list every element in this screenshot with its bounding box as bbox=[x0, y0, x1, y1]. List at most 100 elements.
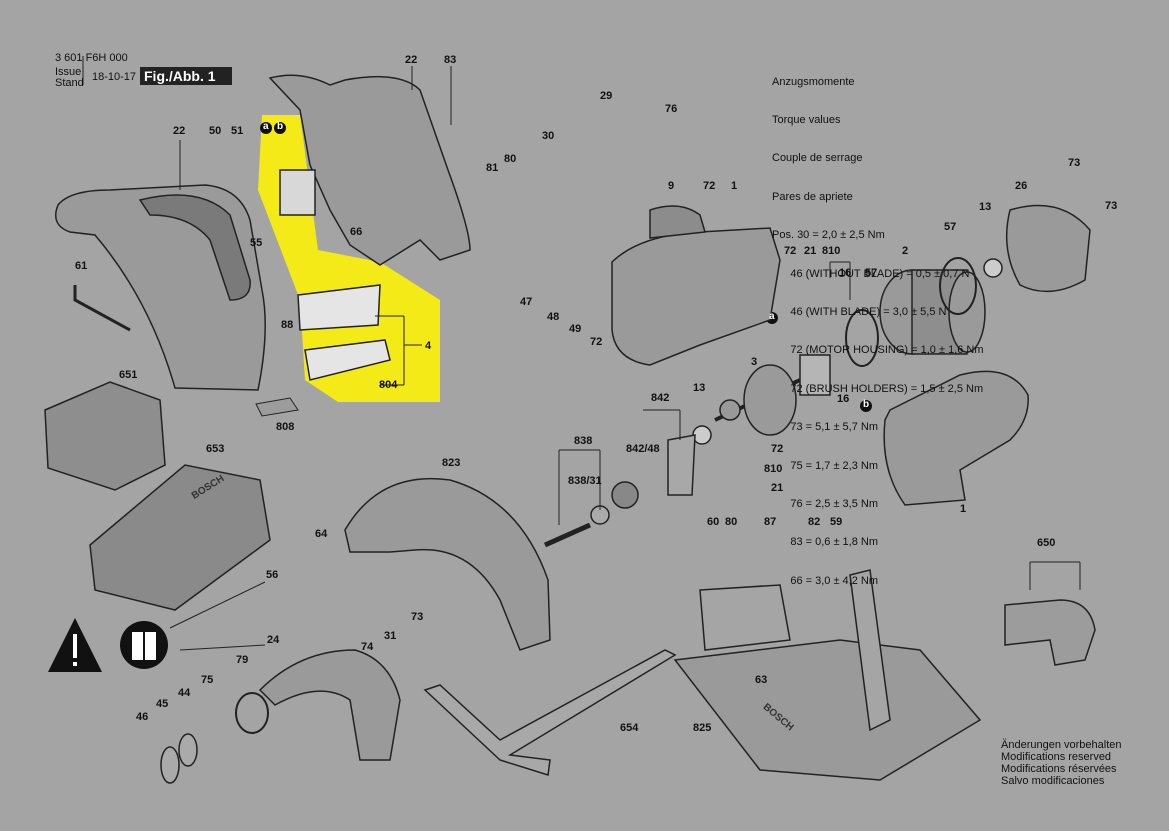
part-number-label: 838/31 bbox=[568, 475, 602, 487]
leader-lines bbox=[82, 56, 1081, 651]
warning-triangle-icon bbox=[48, 618, 102, 672]
modifications-note: Änderungen vorbehalten Modifications res… bbox=[1001, 739, 1121, 787]
part-number-label: 810 bbox=[822, 245, 841, 257]
issue-date: 18-10-17 bbox=[92, 71, 137, 83]
torque-line: 72 (MOTOR HOUSING) = 1,0 ± 1,6 Nm bbox=[772, 344, 984, 357]
torque-line: 73 = 5,1 ± 5,7 Nm bbox=[772, 421, 879, 434]
part-number-label: 1 bbox=[731, 180, 738, 192]
blade-guard bbox=[344, 477, 551, 651]
part-number-label: 650 bbox=[1037, 537, 1056, 549]
figure-label: Fig./Abb. 1 bbox=[140, 67, 232, 85]
torque-line: 83 = 0,6 ± 1,8 Nm bbox=[772, 536, 879, 549]
part-number-label: 651 bbox=[119, 369, 138, 381]
rip-fence bbox=[423, 649, 677, 776]
battery-pack bbox=[44, 381, 166, 491]
part-number-label: 13 bbox=[693, 382, 706, 394]
torque-line: 76 = 2,5 ± 3,5 Nm bbox=[772, 497, 879, 510]
shaft-838 bbox=[543, 522, 592, 548]
part-number-label: 72 bbox=[590, 336, 603, 348]
part-number-label: 51 bbox=[231, 125, 244, 137]
part-number-label: 87 bbox=[764, 516, 777, 528]
torque-line: 75 = 1,7 ± 2,3 Nm bbox=[772, 459, 879, 472]
part-number-label: 66 bbox=[350, 226, 363, 238]
part-number-label: 46 bbox=[136, 711, 149, 723]
bearing-13-top bbox=[983, 258, 1003, 278]
part-number-label: 63 bbox=[755, 674, 768, 686]
part-number-label: 3 bbox=[751, 356, 758, 368]
doc-number: 3 601 F6H 000 bbox=[55, 52, 128, 64]
connector-marker-b bbox=[860, 400, 872, 412]
part-number-label: 88 bbox=[281, 319, 294, 331]
part-number-label: 24 bbox=[267, 634, 280, 646]
part-number-label: 75 bbox=[201, 674, 214, 686]
part-number-label: 823 bbox=[442, 457, 461, 469]
connector-label-a-lower: a bbox=[769, 311, 775, 322]
torque-line: 66 = 3,0 ± 4,2 Nm bbox=[772, 574, 879, 587]
part-number-label: 74 bbox=[361, 641, 374, 653]
part-650 bbox=[1004, 599, 1096, 666]
part-number-label: 9 bbox=[668, 180, 675, 192]
part-number-label: 83 bbox=[444, 54, 457, 66]
electronic-module bbox=[279, 169, 391, 381]
connector-markers-top bbox=[260, 122, 286, 134]
part-number-label: 59 bbox=[830, 516, 843, 528]
torque-values-block: Anzugsmomente Torque values Couple de se… bbox=[772, 50, 984, 600]
part-number-label: 22 bbox=[173, 125, 186, 137]
part-number-label: 838 bbox=[574, 435, 593, 447]
motor-casing bbox=[883, 370, 1029, 506]
part-number-label: 653 bbox=[206, 443, 225, 455]
modifications-line: Änderungen vorbehalten bbox=[1001, 739, 1122, 751]
part-number-label: 82 bbox=[808, 516, 821, 528]
ring-79 bbox=[235, 692, 269, 734]
part-number-label: 76 bbox=[665, 103, 678, 115]
part-number-label: 808 bbox=[276, 421, 295, 433]
end-cap bbox=[1005, 204, 1091, 293]
part-number-label: 72 bbox=[784, 245, 797, 257]
torque-line: 46 (WITHOUT BLADE) = 0,5 ± 0,7 N bbox=[772, 267, 970, 280]
part-number-label: 16 bbox=[837, 393, 850, 405]
motor-housing bbox=[611, 205, 781, 366]
part-number-label: 61 bbox=[75, 260, 88, 272]
housing-half-left bbox=[55, 184, 266, 391]
part-number-label: 73 bbox=[1068, 157, 1081, 169]
part-number-label: 654 bbox=[620, 722, 639, 734]
part-number-label: 72 bbox=[703, 180, 716, 192]
torque-line: 46 (WITH BLADE) = 3,0 ± 5,5 N bbox=[772, 305, 947, 318]
bracket-842 bbox=[667, 434, 696, 496]
flange-44 bbox=[178, 733, 198, 767]
part-number-label: 60 bbox=[707, 516, 720, 528]
base-plate-slot bbox=[849, 569, 891, 732]
part-number-label: 56 bbox=[266, 569, 279, 581]
stand-label: Stand bbox=[55, 77, 84, 89]
base-plate bbox=[673, 639, 982, 781]
torque-line: Pares de apriete bbox=[772, 190, 853, 203]
part-number-label: 81 bbox=[486, 162, 499, 174]
motor-field bbox=[879, 269, 986, 355]
part-number-label: 80 bbox=[725, 516, 738, 528]
label-808 bbox=[255, 397, 299, 417]
ring-57-a bbox=[939, 257, 977, 315]
part-number-label: 2 bbox=[902, 245, 909, 257]
part-number-label: 842 bbox=[651, 392, 670, 404]
armature bbox=[714, 354, 831, 436]
flange-45 bbox=[160, 746, 180, 784]
part-number-label: 16 bbox=[839, 267, 852, 279]
housing-half-right bbox=[268, 74, 471, 266]
part-number-label: 55 bbox=[250, 237, 263, 249]
part-number-label: 73 bbox=[411, 611, 424, 623]
connector-label-a: a bbox=[263, 121, 269, 132]
part-number-label: 72 bbox=[771, 443, 784, 455]
torque-line: Torque values bbox=[772, 113, 841, 126]
part-number-label: 57 bbox=[865, 267, 878, 279]
torque-line: Couple de serrage bbox=[772, 152, 863, 165]
lower-guard bbox=[258, 649, 401, 761]
allen-key bbox=[73, 285, 131, 332]
part-number-label: 49 bbox=[569, 323, 582, 335]
part-number-label: 44 bbox=[178, 687, 191, 699]
part-number-label: 13 bbox=[979, 201, 992, 213]
modifications-line: Salvo modificaciones bbox=[1001, 775, 1105, 787]
part-number-label: 4 bbox=[425, 340, 432, 352]
part-number-label: 47 bbox=[520, 296, 533, 308]
gear-838 bbox=[611, 481, 639, 509]
